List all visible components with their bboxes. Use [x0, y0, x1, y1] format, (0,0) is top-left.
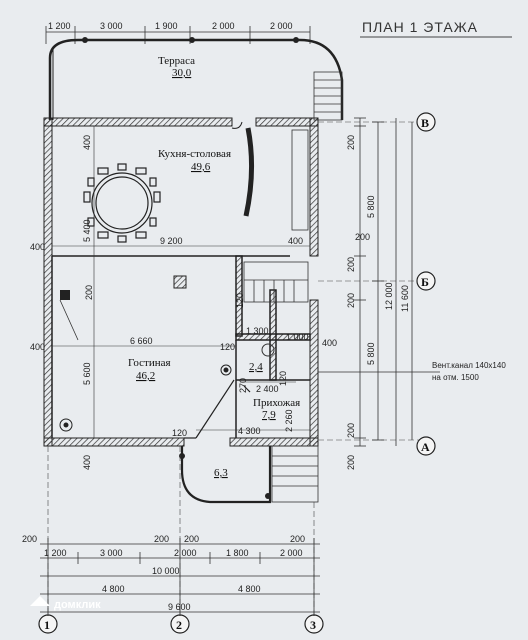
- kitchen-curved-partition: [243, 127, 255, 217]
- column-icon: [173, 275, 187, 289]
- dim-1300: 1 300: [246, 326, 269, 336]
- hall-diagonal-walls: [184, 379, 251, 439]
- dim-bot-1200: 1 200: [44, 548, 67, 558]
- living-area: 46,2: [136, 370, 155, 382]
- top-dimensions: [45, 26, 311, 44]
- dim-right-5800a: 5 800: [366, 195, 376, 218]
- dim-120d: 120: [172, 428, 187, 438]
- dim-right-200a: 200: [346, 135, 356, 150]
- dim-right-200c: 200: [346, 293, 356, 308]
- kitchen-counter: [291, 129, 309, 231]
- dim-right-200b: 200: [346, 257, 356, 272]
- porch-steps: [271, 445, 319, 503]
- dim-4300: 4 300: [238, 426, 261, 436]
- dim-120a: 120: [220, 342, 235, 352]
- axis-a: А: [421, 440, 430, 454]
- bath-area: 2,4: [249, 361, 263, 373]
- dim-bot-200c: 200: [184, 534, 199, 544]
- dim-2400: 2 400: [256, 384, 279, 394]
- plant-icon: [59, 364, 232, 432]
- kitchen-name: Кухня-столовая: [158, 148, 231, 160]
- dim-right-11600: 11 600: [400, 285, 410, 312]
- hall-name: Прихожая: [253, 397, 300, 409]
- kitchen-area: 49,6: [191, 161, 211, 173]
- interior-stair: [243, 261, 309, 303]
- right-dimensions: [354, 117, 413, 447]
- dim-left-400w: 400: [30, 242, 45, 252]
- watermark-house-icon: [30, 596, 50, 606]
- dim-left-400b: 400: [82, 455, 92, 470]
- axis-2: 2: [176, 618, 182, 632]
- hall-area: 7,9: [262, 409, 276, 421]
- dim-120b: 120: [235, 293, 245, 308]
- dim-left-400w2: 400: [30, 342, 45, 352]
- dim-120c: 120: [278, 371, 288, 386]
- dim-bot-200d: 200: [290, 534, 305, 544]
- dim-bot-10000: 10 000: [152, 566, 180, 576]
- dim-bot-4800b: 4 800: [238, 584, 261, 594]
- dim-6660: 6 660: [130, 336, 153, 346]
- living-name: Гостиная: [128, 357, 171, 369]
- dim-400r: 400: [288, 236, 303, 246]
- plan-title: ПЛАН 1 ЭТАЖА: [362, 19, 478, 35]
- dim-bot-3000: 3 000: [100, 548, 123, 558]
- dim-left-5400: 5 400: [82, 219, 92, 242]
- porch-outline: [180, 446, 272, 504]
- vent-note-line1: Вент.канал 140х140: [432, 361, 506, 370]
- dim-top-4: 2 000: [212, 21, 235, 31]
- dim-1000: 1 000: [286, 332, 309, 342]
- stove-icon: [60, 290, 70, 300]
- vent-note-line2: на отм. 1500: [432, 373, 479, 382]
- dim-top-3: 1 900: [155, 21, 178, 31]
- dining-table-icon: [83, 163, 161, 243]
- dim-bot-200a: 200: [22, 534, 37, 544]
- axis-3: 3: [310, 618, 316, 632]
- dim-bot-200b: 200: [154, 534, 169, 544]
- dim-2260: 2 260: [284, 409, 294, 432]
- terrace-outline: [48, 38, 344, 120]
- terrace-area: 30,0: [172, 67, 192, 79]
- terrace-steps: [313, 71, 343, 121]
- watermark-text: домклик: [54, 599, 101, 611]
- dim-right-5800b: 5 800: [366, 342, 376, 365]
- axis-1: 1: [44, 618, 50, 632]
- dim-top-2: 3 000: [100, 21, 123, 31]
- bottom-dimensions: [40, 538, 320, 616]
- dim-bot-1800: 1 800: [226, 548, 249, 558]
- dim-left-5600: 5 600: [82, 362, 92, 385]
- exterior-walls: [43, 117, 319, 447]
- dim-bot-4800a: 4 800: [102, 584, 125, 594]
- dim-left-400a: 400: [82, 135, 92, 150]
- dim-270: 270: [238, 378, 248, 393]
- dim-400b: 400: [322, 338, 337, 348]
- dim-left-200: 200: [84, 285, 94, 300]
- axis-b: Б: [421, 275, 429, 289]
- dim-bot-9600: 9 600: [168, 602, 191, 612]
- porch-area: 6,3: [214, 467, 228, 479]
- dim-right-200e: 200: [346, 455, 356, 470]
- dim-right-12000: 12 000: [384, 282, 394, 310]
- dim-bot-2000a: 2 000: [174, 548, 197, 558]
- watermark: домклик: [30, 596, 101, 611]
- dim-right-200d: 200: [346, 423, 356, 438]
- dim-9200: 9 200: [160, 236, 183, 246]
- axis-v: В: [421, 116, 429, 130]
- toilet-icon: [261, 343, 275, 357]
- dim-bot-2000b: 2 000: [280, 548, 303, 558]
- dim-top-5: 2 000: [270, 21, 293, 31]
- interior-walls: [51, 255, 311, 438]
- axis-markers-right: [416, 112, 436, 456]
- dim-top-1: 1 200: [48, 21, 71, 31]
- grid-axes: [47, 121, 420, 620]
- dim-200-stair: 200: [355, 232, 370, 242]
- terrace-name: Терраса: [158, 55, 195, 67]
